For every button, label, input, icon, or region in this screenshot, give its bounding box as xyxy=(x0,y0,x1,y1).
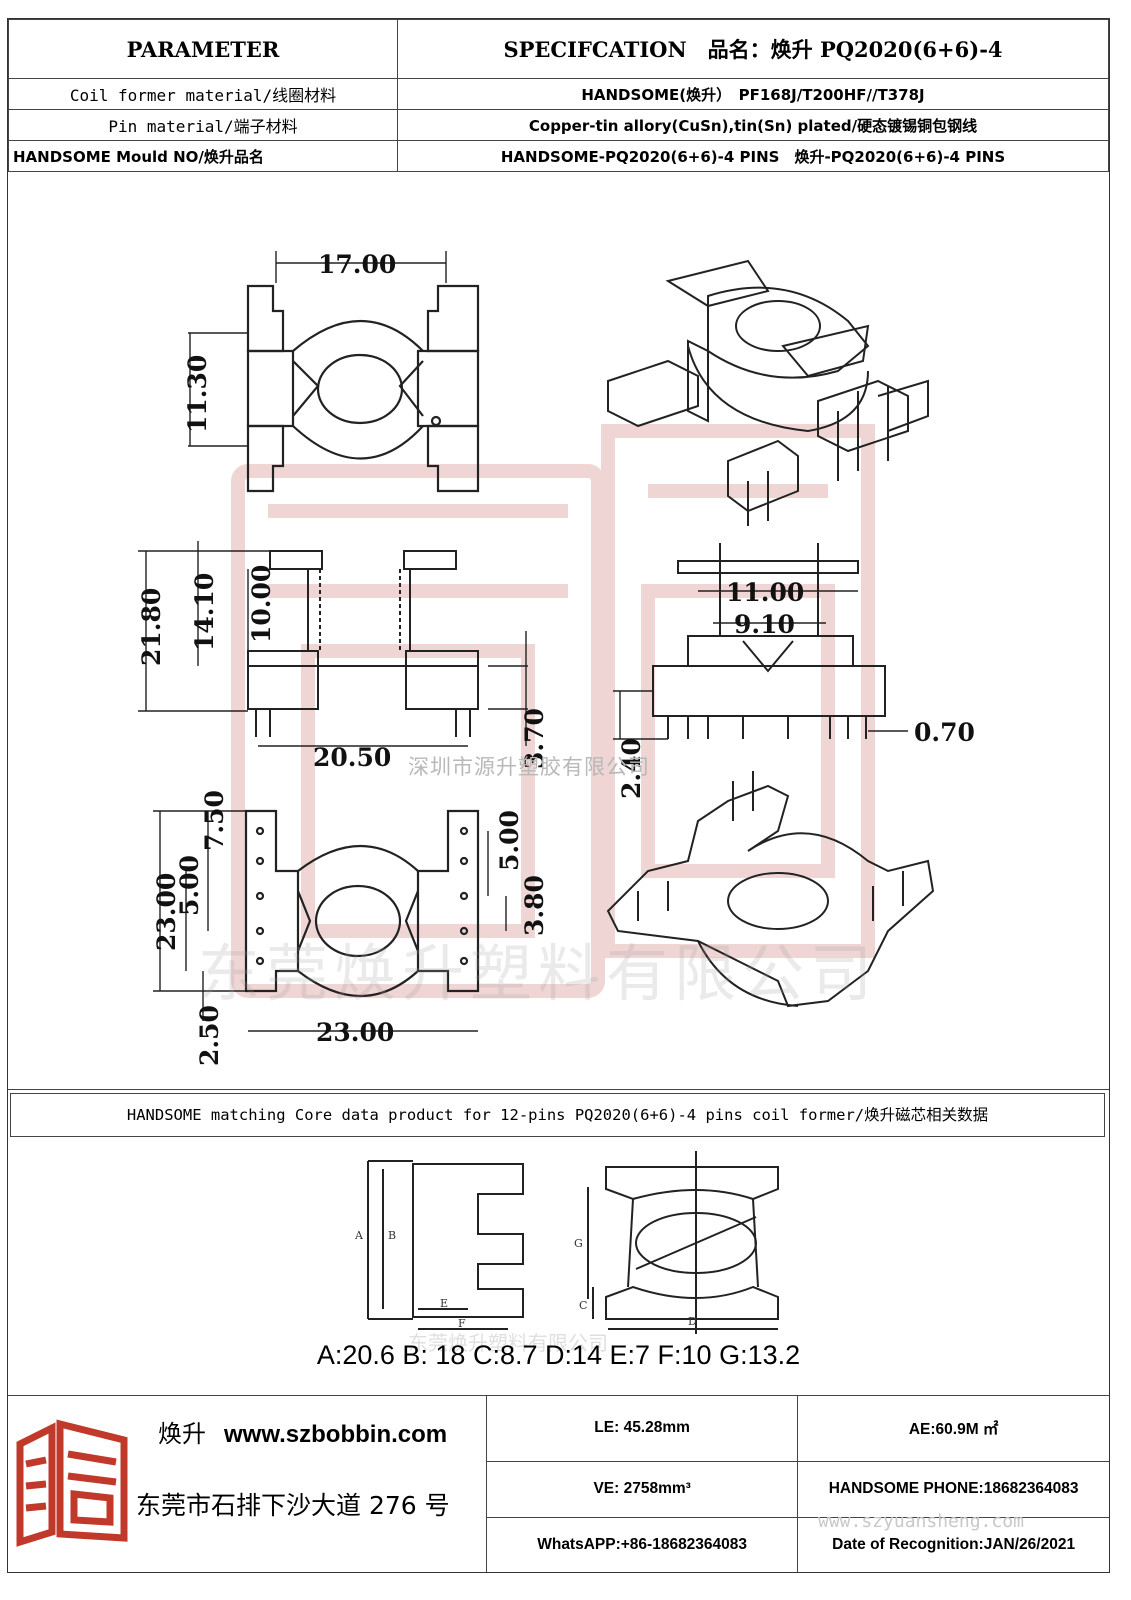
side-view-left-dims xyxy=(138,541,528,747)
core-params-table: LE: 45.28mm AE:60.9M ㎡ VE: 2758mm³ HANDS… xyxy=(485,1396,1109,1572)
brand-name: 焕升 xyxy=(158,1420,206,1448)
core-label-g: G xyxy=(574,1237,583,1250)
core-label-c: C xyxy=(579,1299,587,1312)
spec-sheet: PARAMETER SPECIFCATION 品名：焕升 PQ2020(6+6)… xyxy=(7,18,1110,1573)
website-watermark: www.szyuansheng.com xyxy=(818,1511,1024,1532)
iso-view-top xyxy=(607,259,929,526)
logo-watermark xyxy=(231,424,875,998)
dim-side-total: 21.80 xyxy=(137,588,166,666)
mould-no-label: HANDSOME Mould NO/焕升品名 xyxy=(8,140,398,172)
side-view-right xyxy=(652,543,886,739)
dim-bottom-p3: 5.00 xyxy=(495,810,524,871)
bottom-view xyxy=(244,809,480,997)
watermark-small: 深圳市源升塑胶有限公司 xyxy=(408,755,650,779)
dim-bottom-p2: 5.00 xyxy=(175,855,204,916)
matching-core-bar: HANDSOME matching Core data product for … xyxy=(10,1093,1105,1137)
dim-bottom-p1: 7.50 xyxy=(200,790,229,851)
core-side-view xyxy=(367,1160,524,1330)
core-label-a: A xyxy=(354,1229,364,1242)
side-view-left xyxy=(247,550,479,737)
drawing-svg: 17.00 11.30 xyxy=(137,250,975,1066)
footer-brand: 焕升 www.szbobbin.com xyxy=(158,1414,447,1449)
dim-bottom-edge: 2.50 xyxy=(195,1005,224,1066)
technical-drawing: 17.00 11.30 xyxy=(8,171,1109,1090)
dim-side-base: 20.50 xyxy=(313,743,391,772)
core-top-view xyxy=(587,1151,779,1334)
ae-value: AE:60.9M ㎡ xyxy=(797,1396,1109,1462)
mould-no-value: HANDSOME-PQ2020(6+6)-4 PINS 焕升-PQ2020(6+… xyxy=(397,140,1109,172)
coil-material-label: Coil former material/线圈材料 xyxy=(8,78,398,110)
footer: 焕升 www.szbobbin.com 东莞市石排下沙大道 276 号 LE: 4… xyxy=(8,1396,1109,1572)
watermark-large: 东莞焕升塑料有限公司 xyxy=(198,937,879,1010)
dim-side-h1: 14.10 xyxy=(190,573,219,651)
core-dimensions: A:20.6 B: 18 C:8.7 D:14 E:7 F:10 G:13.2 xyxy=(316,1340,801,1370)
side-view-right-dims xyxy=(613,590,908,740)
recognition-date: Date of Recognition:JAN/26/2021 xyxy=(797,1516,1109,1572)
iso-view-bottom xyxy=(606,771,935,1008)
parameter-heading: PARAMETER xyxy=(8,19,398,79)
le-value: LE: 45.28mm xyxy=(485,1396,799,1462)
ve-value: VE: 2758mm³ xyxy=(485,1460,799,1518)
pin-material-label: Pin material/端子材料 xyxy=(8,109,398,141)
dim-right-w1: 11.00 xyxy=(726,578,804,607)
bottom-view-dims xyxy=(153,810,507,1032)
spec-header-table: PARAMETER SPECIFCATION 品名：焕升 PQ2020(6+6)… xyxy=(8,19,1109,172)
top-view-dims xyxy=(188,251,447,447)
whatsapp-value: WhatsAPP:+86-18682364083 xyxy=(485,1516,799,1572)
dim-side-h2: 10.00 xyxy=(247,565,276,643)
core-label-d: D xyxy=(688,1315,697,1328)
pin-material-value: Copper-tin allory(CuSn),tin(Sn) plated/硬… xyxy=(397,109,1109,141)
core-drawing-svg: A B C D E F G xyxy=(354,1151,779,1334)
core-section: A B C D E F G 东莞焕升塑料有限公司 xyxy=(8,1139,1109,1396)
footer-company: 焕升 www.szbobbin.com 东莞市石排下沙大道 276 号 xyxy=(8,1396,487,1572)
core-label-b: B xyxy=(388,1229,396,1242)
company-logo-icon xyxy=(16,1419,128,1547)
specification-heading: SPECIFCATION 品名：焕升 PQ2020(6+6)-4 xyxy=(397,19,1109,79)
core-label-e: E xyxy=(440,1297,448,1310)
phone-value: HANDSOME PHONE:18682364083 xyxy=(797,1460,1109,1518)
dim-side-pin: 3.70 xyxy=(520,708,549,769)
dim-bottom-width: 23.00 xyxy=(316,1018,394,1047)
company-url[interactable]: www.szbobbin.com xyxy=(224,1421,448,1448)
top-view xyxy=(246,284,480,493)
dim-right-pin-len: 2.40 xyxy=(617,738,646,799)
dim-bottom-p4: 3.80 xyxy=(520,875,549,936)
dim-right-w2: 9.10 xyxy=(734,610,795,639)
dim-bottom-total: 23.00 xyxy=(152,873,181,951)
coil-material-value: HANDSOME(焕升） PF168J/T200HF//T378J xyxy=(397,78,1109,110)
core-watermark: 东莞焕升塑料有限公司 xyxy=(408,1331,608,1355)
core-label-f: F xyxy=(458,1317,466,1330)
dim-right-pin-dia: 0.70 xyxy=(914,718,975,747)
dim-top-width: 17.00 xyxy=(318,250,396,279)
dim-top-height: 11.30 xyxy=(183,355,212,433)
company-address: 东莞市石排下沙大道 276 号 xyxy=(136,1491,450,1520)
